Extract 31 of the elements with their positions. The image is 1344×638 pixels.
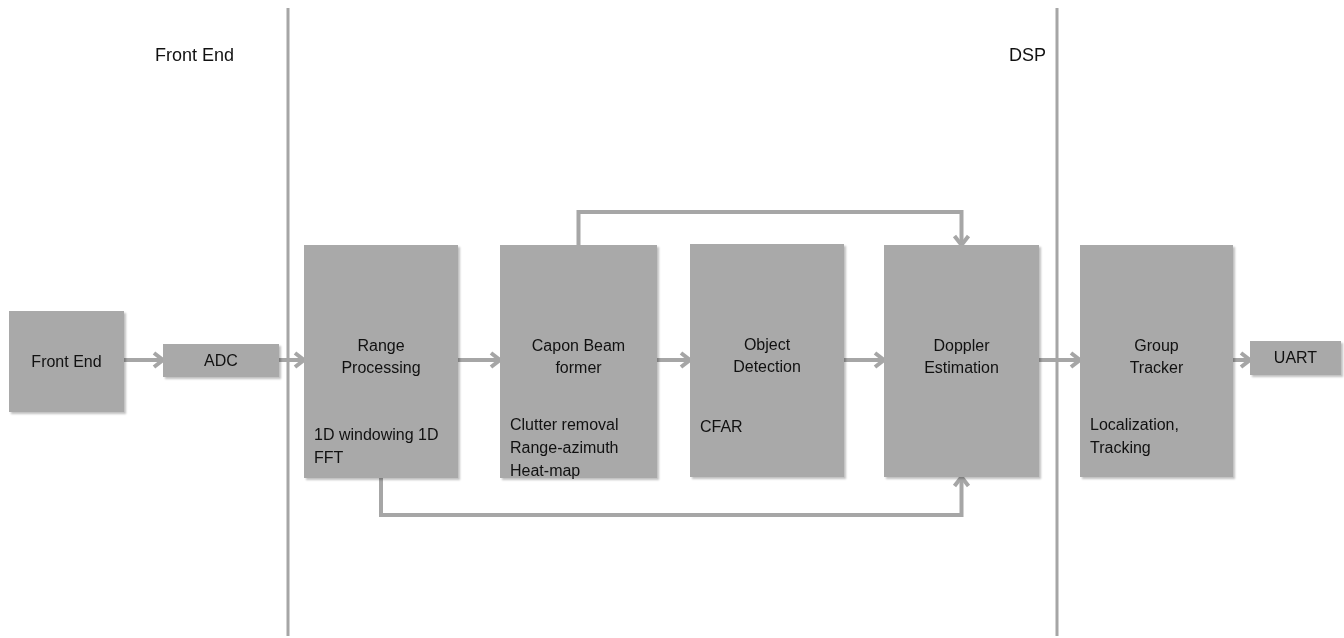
node-title: Doppler Estimation xyxy=(923,336,1000,378)
process-box xyxy=(690,244,844,477)
arrow xyxy=(657,351,692,369)
node-description: CFAR xyxy=(700,417,744,437)
node-title: Front End xyxy=(31,351,102,372)
node-title: UART xyxy=(1273,348,1318,368)
node-title: Capon Beam former xyxy=(530,336,627,378)
arrow xyxy=(844,351,886,369)
node-description: Clutter removal Range-azimuth Heat-map xyxy=(510,415,620,481)
process-box xyxy=(500,245,657,478)
process-box xyxy=(163,344,279,377)
arrow xyxy=(1039,351,1082,369)
arrow xyxy=(379,475,971,517)
node-title: Object Detection xyxy=(732,335,802,377)
node-title: Range Processing xyxy=(340,336,422,378)
process-box xyxy=(304,245,458,478)
section-label: DSP xyxy=(1009,44,1046,66)
section-label: Front End xyxy=(155,44,235,66)
node-description: 1D windowing 1D FFT xyxy=(314,425,440,468)
arrow xyxy=(1233,351,1252,369)
arrow xyxy=(279,351,306,369)
process-box xyxy=(1250,341,1341,375)
arrow xyxy=(576,210,971,247)
node-title: ADC xyxy=(204,350,238,371)
node-description: Localization, Tracking xyxy=(1090,415,1180,458)
arrow xyxy=(458,351,502,369)
process-box xyxy=(9,311,124,412)
arrow xyxy=(124,351,165,369)
process-box xyxy=(1080,245,1233,477)
process-box xyxy=(884,245,1039,477)
node-title: Group Tracker xyxy=(1128,336,1185,378)
